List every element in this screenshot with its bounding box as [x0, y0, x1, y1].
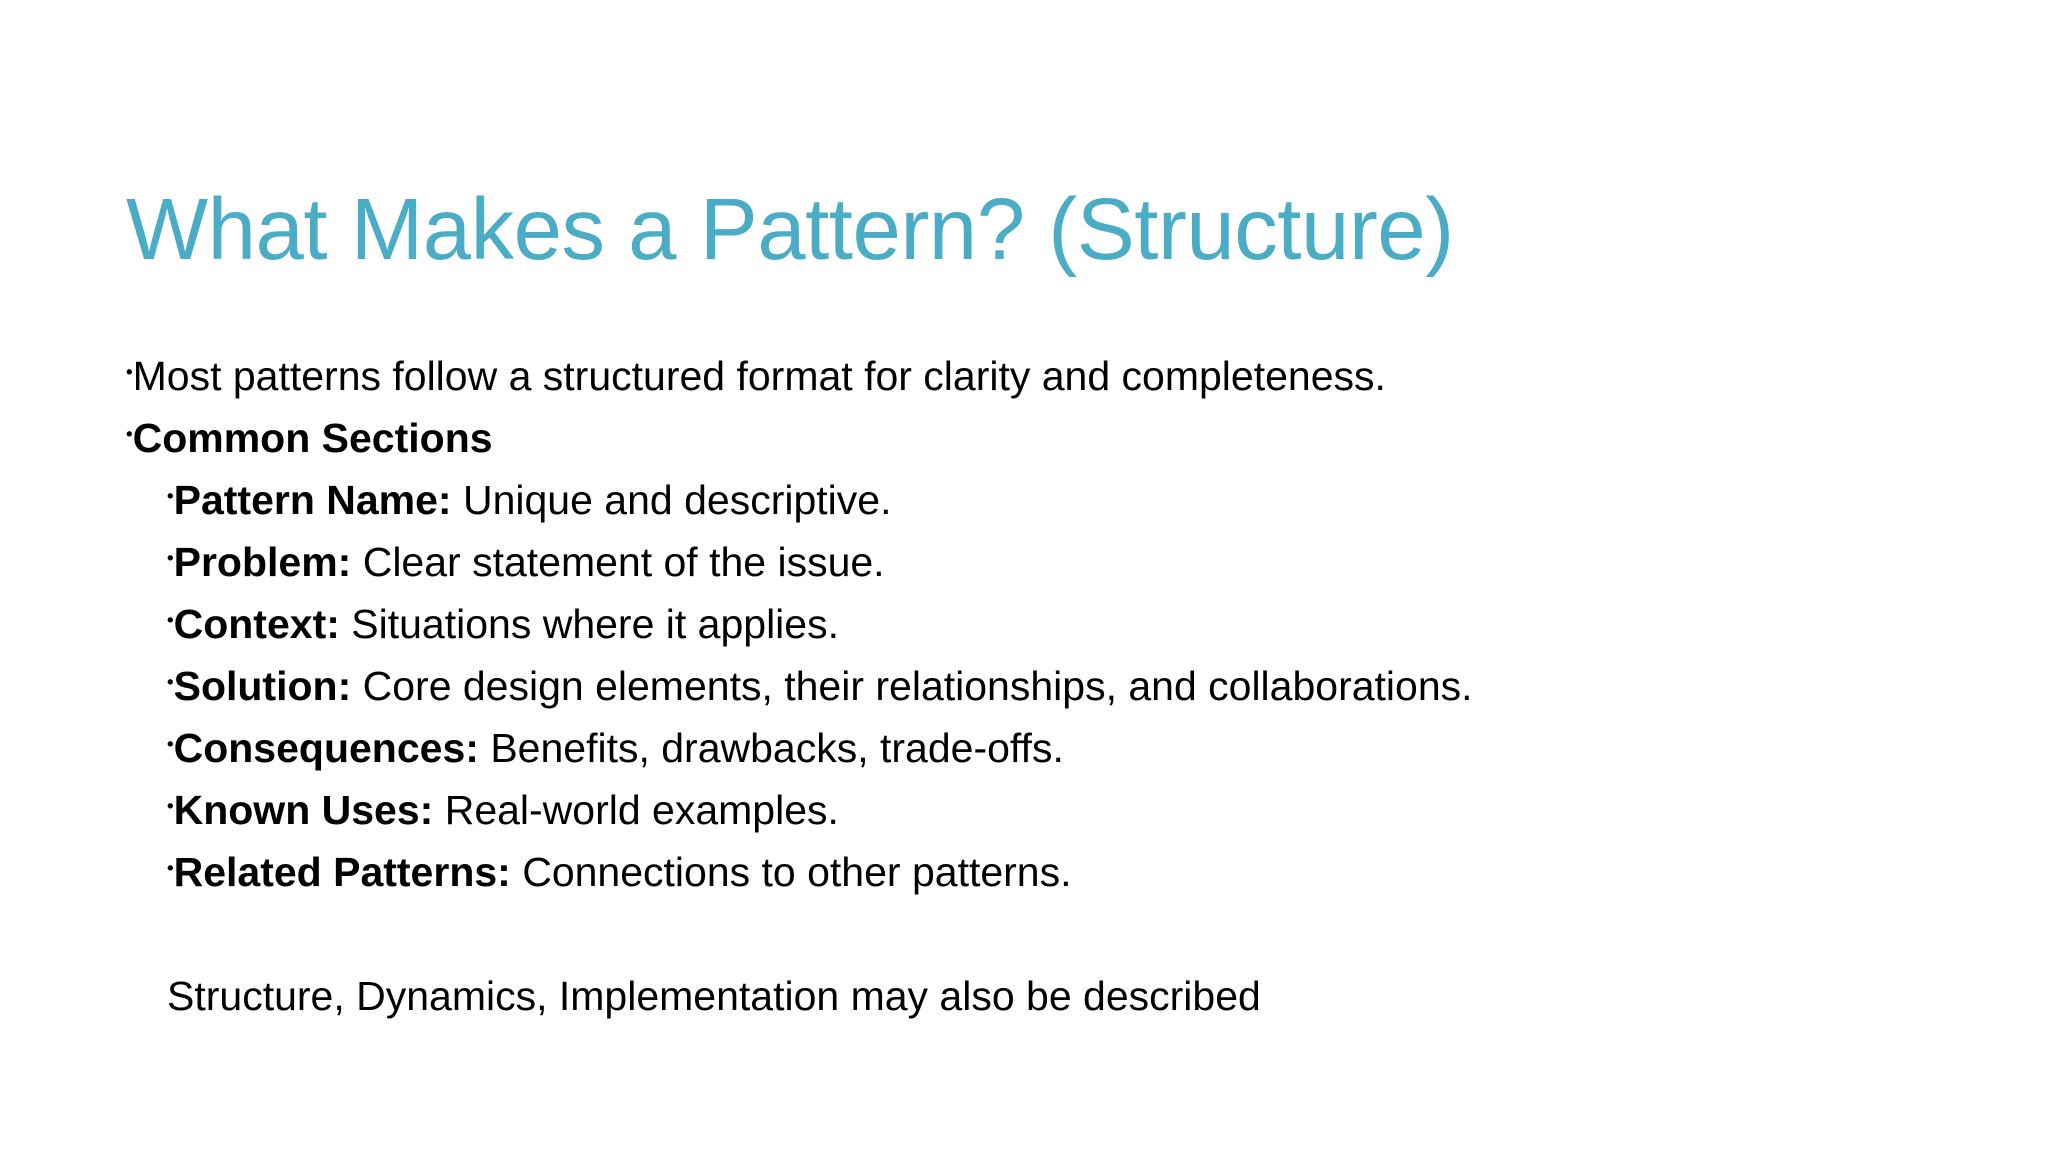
bullet-dot-icon	[126, 341, 133, 387]
page-title: What Makes a Pattern? (Structure)	[126, 181, 1454, 279]
bullet-dot-icon	[167, 589, 174, 635]
blank-line-spacer	[126, 903, 1966, 965]
bullet-item-label: Context:	[173, 601, 340, 647]
bullet-item-context: Context: Situations where it applies.	[167, 589, 1966, 655]
bullet-dot-icon	[167, 713, 174, 759]
bullet-item-text: Clear statement of the issue.	[351, 539, 885, 585]
bullet-item-label: Known Uses:	[173, 787, 434, 833]
bullet-item-common-sections: Common Sections	[126, 403, 1966, 469]
bullet-item-most-patterns: Most patterns follow a structured format…	[126, 341, 1966, 407]
bullet-item-known-uses: Known Uses: Real-world examples.	[167, 775, 1966, 841]
bullet-dot-icon	[167, 527, 174, 573]
bullet-dot-icon	[167, 651, 174, 697]
bullet-item-consequences: Consequences: Benefits, drawbacks, trade…	[167, 713, 1966, 779]
bullet-item-text: Most patterns follow a structured format…	[132, 353, 1386, 399]
bullet-dot-icon	[167, 465, 174, 511]
bullet-item-label: Problem:	[173, 539, 352, 585]
slide-body: Most patterns follow a structured format…	[126, 341, 1966, 1027]
bullet-item-text: Benefits, drawbacks, trade-offs.	[478, 725, 1064, 771]
bullet-item-text: Situations where it applies.	[339, 601, 839, 647]
bullet-item-problem: Problem: Clear statement of the issue.	[167, 527, 1966, 593]
bullet-dot-icon	[167, 775, 174, 821]
bullet-item-text: Unique and descriptive.	[451, 477, 892, 523]
bullet-item-text: Core design elements, their relationship…	[351, 663, 1473, 709]
bullet-item-related-patterns: Related Patterns: Connections to other p…	[167, 837, 1966, 903]
bullet-item-pattern-name: Pattern Name: Unique and descriptive.	[167, 465, 1966, 531]
bullet-item-label: Common Sections	[132, 415, 493, 461]
bullet-item-label: Consequences:	[173, 725, 479, 771]
bullet-item-label: Related Patterns:	[173, 849, 511, 895]
bullet-dot-icon	[167, 837, 174, 883]
bullet-item-label: Solution:	[173, 663, 352, 709]
bullet-item-solution: Solution: Core design elements, their re…	[167, 651, 1966, 717]
closing-note: Structure, Dynamics, Implementation may …	[167, 965, 1966, 1027]
closing-note-text: Structure, Dynamics, Implementation may …	[167, 973, 1261, 1019]
bullet-item-label: Pattern Name:	[173, 477, 452, 523]
bullet-item-text: Real-world examples.	[433, 787, 839, 833]
bullet-dot-icon	[126, 403, 133, 449]
bullet-item-text: Connections to other patterns.	[510, 849, 1072, 895]
